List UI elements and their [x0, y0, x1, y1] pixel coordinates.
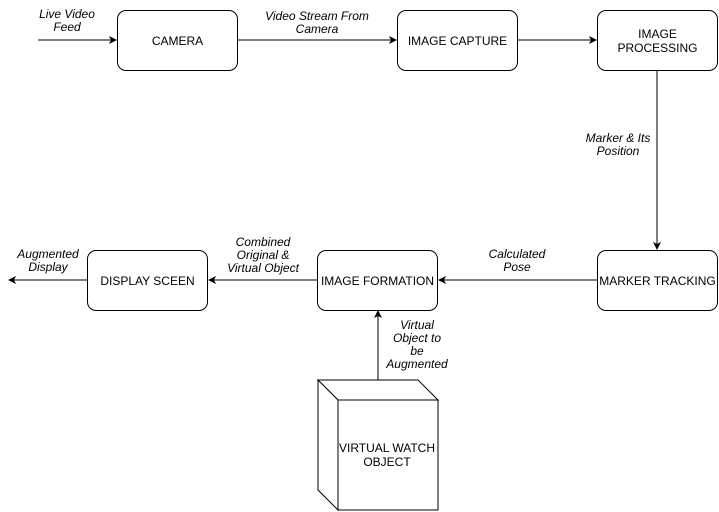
virtual-watch-object-cube	[316, 378, 440, 512]
live-video-feed-label: Live Video Feed	[39, 7, 95, 34]
marker-position-label: Marker & Its Position	[585, 131, 651, 158]
image-formation-label: IMAGE FORMATION	[320, 273, 435, 288]
image-capture-label: IMAGE CAPTURE	[407, 33, 508, 48]
image-capture-node: IMAGE CAPTURE	[397, 10, 518, 71]
image-processing-label: IMAGE PROCESSING	[617, 26, 698, 55]
display-screen-label: DISPLAY SCEEN	[100, 273, 195, 288]
augmented-display-label: Augmented Display	[17, 247, 79, 274]
image-processing-node: IMAGE PROCESSING	[597, 10, 718, 71]
virtual-object-label: Virtual Object to be Augmented	[386, 318, 448, 371]
virtual-watch-object-label-box: VIRTUAL WATCH OBJECT	[336, 400, 438, 510]
camera-node: CAMERA	[117, 10, 238, 71]
combined-label: Combined Original & Virtual Object	[227, 235, 299, 275]
image-formation-node: IMAGE FORMATION	[317, 250, 438, 311]
marker-tracking-node: MARKER TRACKING	[597, 250, 718, 311]
display-screen-node: DISPLAY SCEEN	[87, 250, 208, 311]
marker-tracking-label: MARKER TRACKING	[599, 273, 716, 288]
camera-label: CAMERA	[151, 33, 204, 48]
video-stream-label: Video Stream From Camera	[265, 9, 369, 36]
virtual-watch-object-label: VIRTUAL WATCH OBJECT	[338, 441, 435, 469]
calculated-pose-label: Calculated Pose	[488, 247, 546, 274]
